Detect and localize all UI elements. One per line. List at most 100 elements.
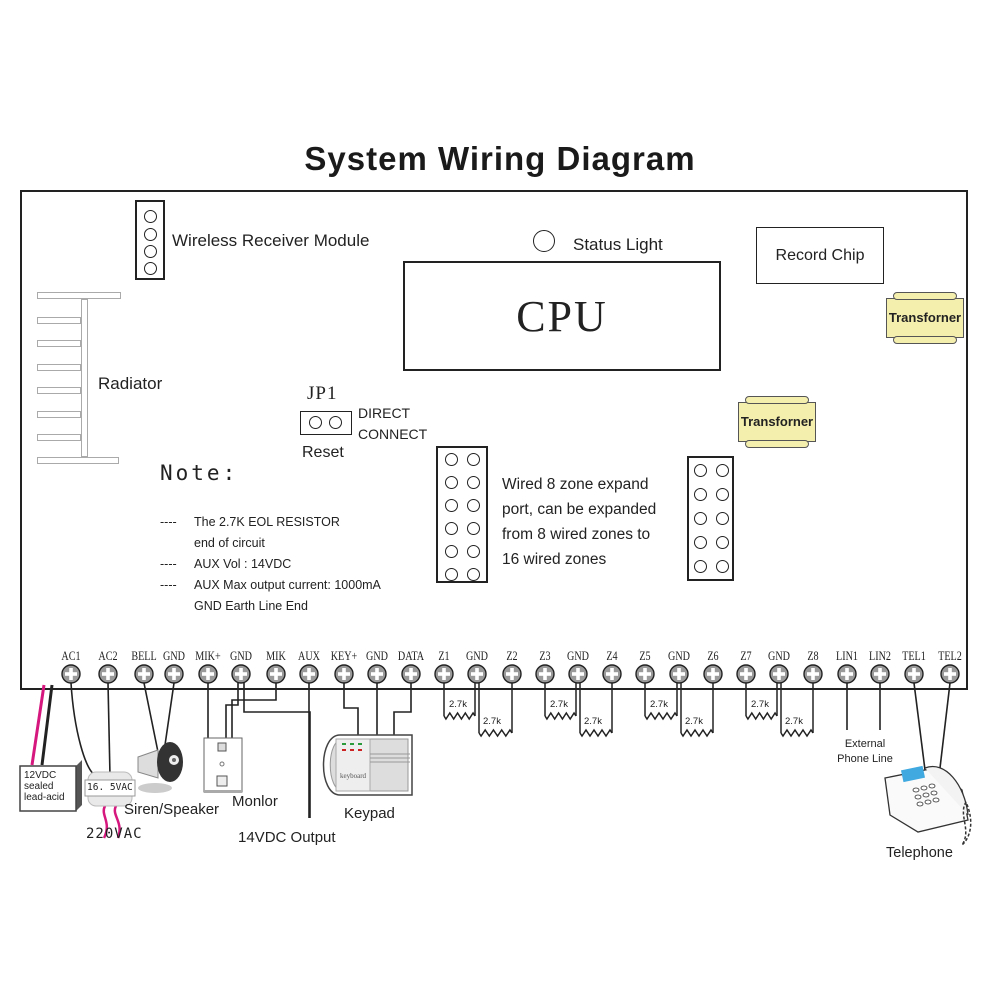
header-pin: [716, 560, 729, 573]
header-pin: [467, 499, 480, 512]
control-board: [20, 190, 968, 690]
terminal-screw-icon[interactable]: [434, 664, 454, 684]
header-pin: [694, 560, 707, 573]
terminal-screw-icon[interactable]: [635, 664, 655, 684]
terminal-label: MIK+: [195, 648, 221, 663]
terminal-screw-icon[interactable]: [870, 664, 890, 684]
header-pin: [716, 464, 729, 477]
terminal-label: Z1: [438, 648, 450, 663]
header-pin: [467, 476, 480, 489]
connector-pin: [144, 262, 157, 275]
terminal-screw-icon[interactable]: [367, 664, 387, 684]
resistor-value-label: 2.7k: [584, 716, 602, 727]
terminal-screw-icon[interactable]: [940, 664, 960, 684]
eol-resistor: [680, 728, 714, 738]
terminal-label: TEL1: [902, 648, 926, 663]
jumper-pin: [329, 416, 342, 429]
connector-pin: [144, 210, 157, 223]
direct-label: DIRECT: [358, 405, 411, 421]
terminal-label: AC1: [61, 648, 81, 663]
wire: [164, 682, 175, 746]
terminal-label: Z3: [539, 648, 551, 663]
terminal-screw-icon[interactable]: [602, 664, 622, 684]
terminal-label: MIK: [266, 648, 286, 663]
wire: [393, 683, 412, 736]
header-pin: [445, 545, 458, 558]
terminal-screw-icon[interactable]: [837, 664, 857, 684]
record-chip-label: Record Chip: [775, 246, 865, 264]
terminal-screw-icon[interactable]: [467, 664, 487, 684]
expand-port-text: Wired 8 zone expand port, can be expande…: [502, 472, 656, 572]
terminal-screw-icon[interactable]: [134, 664, 154, 684]
eol-resistor: [478, 728, 513, 738]
terminal-screw-icon[interactable]: [61, 664, 81, 684]
terminal-screw-icon[interactable]: [231, 664, 251, 684]
mains-wire-1: [102, 805, 109, 839]
wireless-module-label: Wireless Receiver Module: [172, 231, 370, 250]
record-chip: Record Chip: [756, 227, 884, 284]
terminal-screw-icon[interactable]: [502, 664, 522, 684]
note-line: end of circuit: [194, 536, 265, 550]
terminal-screw-icon[interactable]: [535, 664, 555, 684]
terminal-screw-icon[interactable]: [299, 664, 319, 684]
terminal-screw-icon[interactable]: [669, 664, 689, 684]
header-pin: [694, 464, 707, 477]
header-pin: [716, 488, 729, 501]
wire: [243, 683, 311, 818]
mains-label: 220VAC: [86, 826, 143, 842]
expand-port-line: 16 wired zones: [502, 551, 607, 568]
header-pin: [445, 476, 458, 489]
resistor-value-label: 2.7k: [449, 699, 467, 710]
terminal-screw-icon[interactable]: [164, 664, 184, 684]
terminal-screw-icon[interactable]: [803, 664, 823, 684]
terminal-label: Z6: [707, 648, 719, 663]
terminal-screw-icon[interactable]: [703, 664, 723, 684]
terminal-screw-icon[interactable]: [769, 664, 789, 684]
terminal-screw-icon[interactable]: [568, 664, 588, 684]
terminal-screw-icon[interactable]: [904, 664, 924, 684]
terminal-screw-icon[interactable]: [266, 664, 286, 684]
notes-list: ----The 2.7K EOL RESISTOR end of circuit…: [160, 515, 381, 620]
keypad-icon: [322, 734, 413, 796]
header-pin: [467, 545, 480, 558]
resistor-value-label: 2.7k: [650, 699, 668, 710]
connect-label: CONNECT: [358, 426, 428, 442]
header-pin: [716, 536, 729, 549]
terminal-label: Z8: [807, 648, 819, 663]
eol-resistor: [579, 728, 613, 738]
resistor-value-label: 2.7k: [483, 716, 501, 727]
monitor-icon: [203, 737, 243, 793]
terminal-screw-icon[interactable]: [401, 664, 421, 684]
terminal-screw-icon[interactable]: [334, 664, 354, 684]
expansion-header-left: [436, 446, 488, 583]
expand-port-line: Wired 8 zone expand: [502, 476, 649, 493]
terminal-label: KEY+: [330, 648, 358, 663]
reset-label: Reset: [302, 444, 344, 461]
cpu-label: CPU: [516, 291, 608, 341]
header-pin: [445, 499, 458, 512]
eol-resistor: [780, 728, 814, 738]
header-pin: [694, 488, 707, 501]
wireless-receiver-connector: [135, 200, 165, 280]
terminal-label: GND: [768, 648, 790, 663]
siren-icon: [137, 742, 183, 793]
resistor-value-label: 2.7k: [785, 716, 803, 727]
jp1-jumper[interactable]: [300, 411, 352, 435]
expand-port-line: port, can be expanded: [502, 501, 657, 518]
terminal-label: GND: [230, 648, 252, 663]
battery-positive-wire: [30, 684, 46, 766]
terminal-screw-icon[interactable]: [198, 664, 218, 684]
terminal-label: LIN2: [869, 648, 891, 663]
header-pin: [445, 568, 458, 581]
terminal-label: GND: [466, 648, 488, 663]
terminal-screw-icon[interactable]: [98, 664, 118, 684]
external-line-label: External Phone Line: [834, 737, 896, 767]
terminal-screw-icon[interactable]: [736, 664, 756, 684]
jp1-label: JP1: [307, 383, 338, 404]
expand-port-line: from 8 wired zones to: [502, 526, 651, 543]
header-pin: [445, 453, 458, 466]
wire: [107, 682, 111, 777]
terminal-label: Z4: [606, 648, 618, 663]
battery-label: 12VDC sealed lead-acid: [24, 770, 65, 803]
